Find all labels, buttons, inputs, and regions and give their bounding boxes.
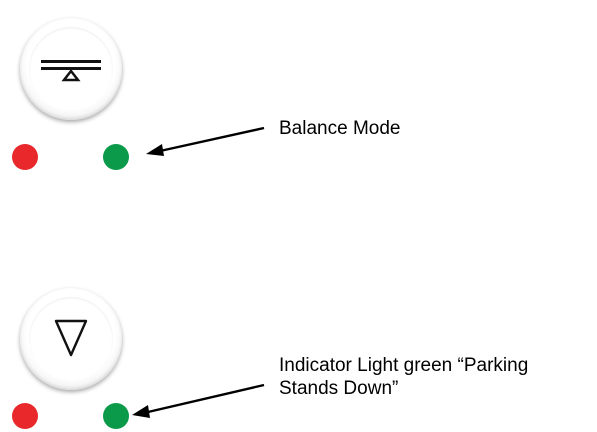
annotation-arrow [132,383,265,418]
down-triangle-icon [54,319,88,357]
green-indicator-light [103,144,129,170]
parking-stands-down-button[interactable] [20,288,122,390]
red-indicator-light [12,144,38,170]
balance-mode-panel: Balance Mode [0,0,597,200]
parking-stands-label: Indicator Light green “Parking Stands Do… [279,355,529,399]
green-indicator-light [103,403,129,429]
balance-mode-button[interactable] [20,18,122,120]
red-indicator-light [12,403,38,429]
annotation-arrow [146,126,265,156]
parking-stands-panel: Indicator Light green “Parking Stands Do… [0,265,597,432]
balance-icon [41,60,101,82]
balance-mode-label: Balance Mode [279,118,401,139]
